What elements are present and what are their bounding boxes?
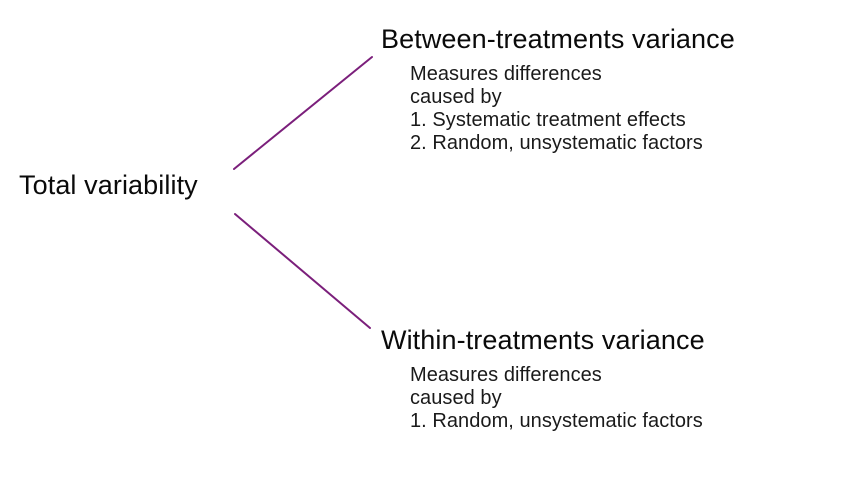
- branch-body-between-treatments: Measures differences caused by 1. System…: [410, 63, 735, 155]
- branch-between-treatments: Between-treatments variance Measures dif…: [381, 24, 735, 155]
- root-node-label: Total variability: [19, 170, 198, 200]
- branch-body-line: Measures differences: [410, 364, 602, 387]
- connector-root-to-between: [233, 56, 373, 170]
- connector-root-to-within: [234, 213, 371, 329]
- branch-body-within-treatments: Measures differences caused by 1. Random…: [410, 364, 705, 433]
- branch-body-line: Measures differences: [410, 63, 602, 86]
- branch-heading-within-treatments: Within-treatments variance: [381, 325, 705, 355]
- branch-body-line: 1. Random, unsystematic factors: [410, 410, 703, 433]
- branch-within-treatments: Within-treatments variance Measures diff…: [381, 325, 705, 433]
- branch-heading-between-treatments: Between-treatments variance: [381, 24, 735, 54]
- branch-body-line: 1. Systematic treatment effects: [410, 109, 686, 132]
- branch-body-line: 2. Random, unsystematic factors: [410, 132, 703, 155]
- branch-body-line: caused by: [410, 387, 502, 410]
- branch-body-line: caused by: [410, 86, 502, 109]
